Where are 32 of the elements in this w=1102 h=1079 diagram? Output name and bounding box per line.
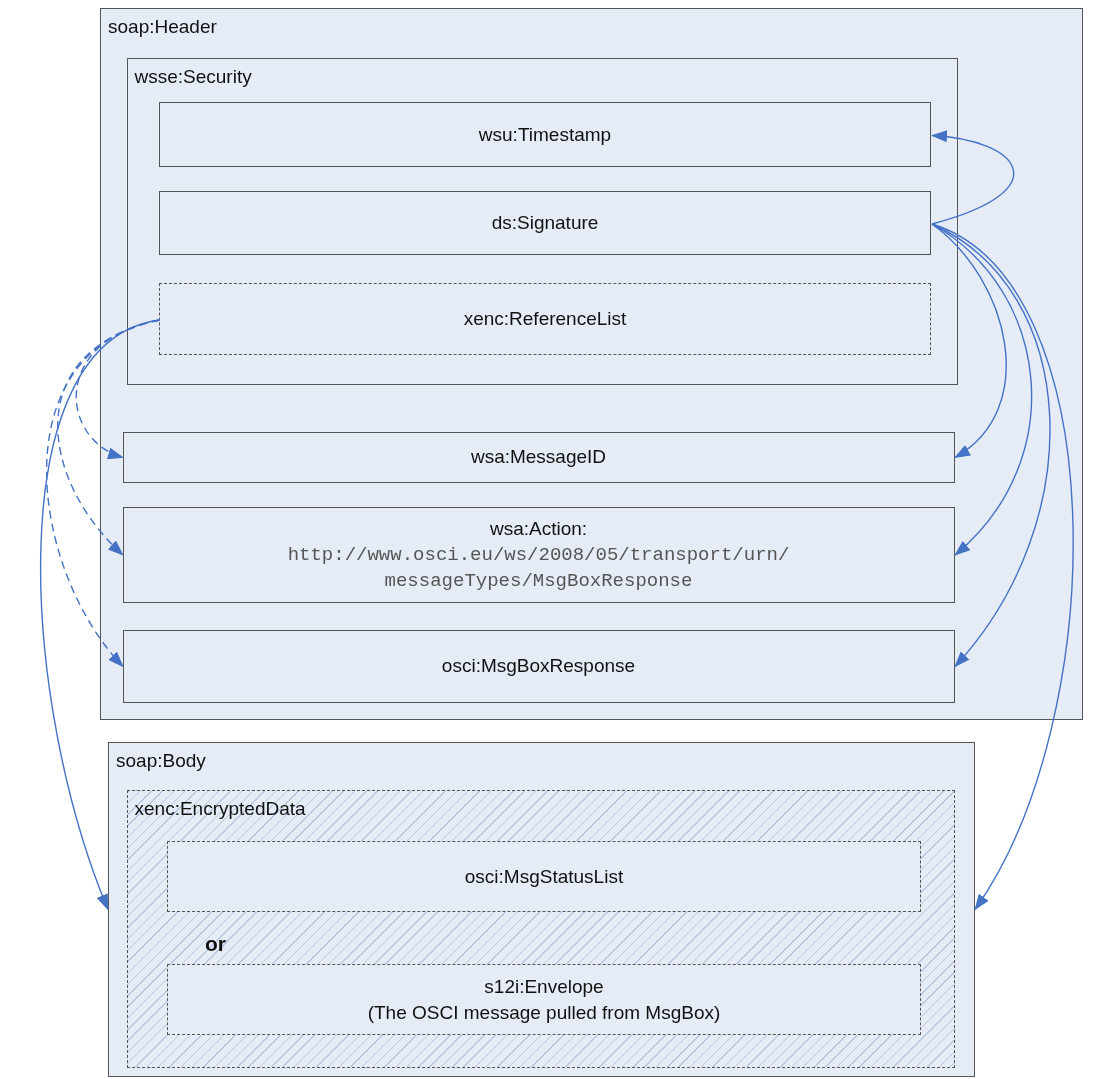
container-box <box>126 789 955 1068</box>
element-label: s12i:Envelope <box>484 974 604 999</box>
container-label: soap:Body <box>116 749 206 773</box>
container-label: wsse:Security <box>134 64 252 89</box>
container-label: soap:Header <box>108 15 217 39</box>
choice-label: or <box>205 931 226 957</box>
connector-arrow <box>931 223 1051 668</box>
element-label: xenc:ReferenceList <box>463 307 627 331</box>
connector-arrow <box>931 223 1074 911</box>
url-text: http://www.osci.eu/ws/2008/05/transport/urn/ messageTypes/MsgBoxResponse <box>286 542 791 594</box>
element-label: osci:MsgStatusList <box>464 864 624 889</box>
element-label: wsa:MessageID <box>470 445 607 469</box>
element-box <box>122 506 955 603</box>
element-box <box>159 283 931 355</box>
element-box <box>159 102 931 167</box>
element-box <box>167 964 921 1035</box>
container-label: xenc:EncryptedData <box>134 796 306 821</box>
connector-arrow <box>931 223 1007 459</box>
connector-arrow <box>45 319 161 668</box>
element-description: (The OSCI message pulled from MsgBox) <box>367 1000 721 1025</box>
element-label: ds:Signature <box>491 211 599 235</box>
element-box <box>122 431 955 483</box>
element-box <box>167 841 921 912</box>
container-box <box>126 57 958 385</box>
element-box <box>122 629 955 703</box>
container-box <box>100 8 1083 720</box>
container-box <box>108 742 975 1077</box>
element-box <box>159 191 931 255</box>
connector-arrow <box>931 131 1014 225</box>
element-label: wsa:Action: <box>489 516 588 541</box>
element-label: osci:MsgBoxResponse <box>441 654 636 678</box>
element-label: wsu:Timestamp <box>478 122 612 147</box>
